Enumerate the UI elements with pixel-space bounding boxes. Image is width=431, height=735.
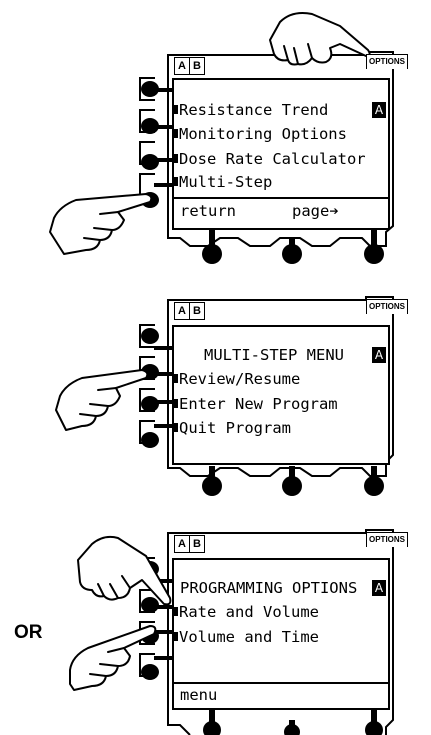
menu-item-label: Quit Program (179, 419, 291, 437)
channel-b-tab[interactable]: B (189, 58, 204, 74)
softkey-bar: return page➔ (174, 197, 388, 228)
channel-a-indicator: A (372, 580, 386, 596)
page-softkey-label[interactable]: page➔ (292, 203, 339, 220)
menu-item-label: Dose Rate Calculator (179, 150, 366, 168)
hand-pointer-icon (69, 625, 157, 691)
page-label: page (292, 202, 330, 220)
screen-title: MULTI-STEP MENU (204, 346, 344, 364)
menu-item-quit-program[interactable]: Quit Program (174, 420, 291, 437)
menu-item-label: Review/Resume (179, 370, 301, 388)
menu-softkey-label[interactable]: menu (180, 686, 218, 704)
menu-item-resistance-trend[interactable]: Resistance Trend (174, 102, 328, 119)
channel-b-tab[interactable]: B (189, 303, 204, 319)
or-label: OR (14, 622, 43, 643)
menu-item-label: Rate and Volume (179, 603, 319, 621)
channel-a-tab[interactable]: A (178, 538, 186, 550)
hand-pointer-icon (269, 12, 371, 66)
device-housing-2 (167, 296, 394, 477)
menu-item-monitoring-options[interactable]: Monitoring Options (174, 126, 347, 143)
options-key[interactable]: OPTIONS (366, 532, 409, 547)
menu-item-label: Resistance Trend (179, 101, 329, 119)
return-softkey-label[interactable]: return (180, 202, 236, 220)
channel-ab-tabs: A B (174, 302, 205, 320)
menu-item-volume-and-time[interactable]: Volume and Time (174, 629, 319, 646)
lcd-screen-multi-step-menu: A MULTI-STEP MENU Review/Resume Enter Ne… (172, 325, 390, 465)
options-key[interactable]: OPTIONS (366, 299, 409, 314)
channel-a-tab[interactable]: A (178, 305, 186, 317)
channel-ab-tabs: A B (174, 57, 205, 75)
device-housing-3 (167, 529, 394, 735)
channel-a-indicator: A (372, 102, 386, 118)
device-housing-1 (167, 51, 394, 247)
menu-item-review-resume[interactable]: Review/Resume (174, 371, 300, 388)
menu-item-label: Multi-Step (179, 173, 273, 191)
options-key[interactable]: OPTIONS (366, 54, 409, 69)
arrow-right-icon: ➔ (329, 202, 339, 220)
channel-b-tab[interactable]: B (189, 536, 204, 552)
screen-title: PROGRAMMING OPTIONS (180, 579, 358, 597)
hand-pointer-icon (77, 535, 172, 606)
hand-pointer-icon (55, 369, 149, 431)
menu-item-rate-and-volume[interactable]: Rate and Volume (174, 604, 319, 621)
channel-ab-tabs: A B (174, 535, 205, 553)
lcd-screen-programming-options: A PROGRAMMING OPTIONS Rate and Volume Vo… (172, 558, 390, 710)
menu-item-label: Volume and Time (179, 628, 319, 646)
menu-item-multi-step[interactable]: Multi-Step (174, 174, 272, 191)
menu-item-enter-new-program[interactable]: Enter New Program (174, 396, 338, 413)
softkey-bar: menu (174, 682, 388, 708)
hand-pointer-icon (49, 193, 153, 255)
channel-a-indicator: A (372, 347, 386, 363)
menu-item-label: Monitoring Options (179, 125, 347, 143)
lcd-screen-main-menu: A Resistance Trend Monitoring Options Do… (172, 78, 390, 230)
channel-a-tab[interactable]: A (178, 60, 186, 72)
menu-item-dose-rate-calculator[interactable]: Dose Rate Calculator (174, 151, 366, 168)
menu-item-label: Enter New Program (179, 395, 338, 413)
